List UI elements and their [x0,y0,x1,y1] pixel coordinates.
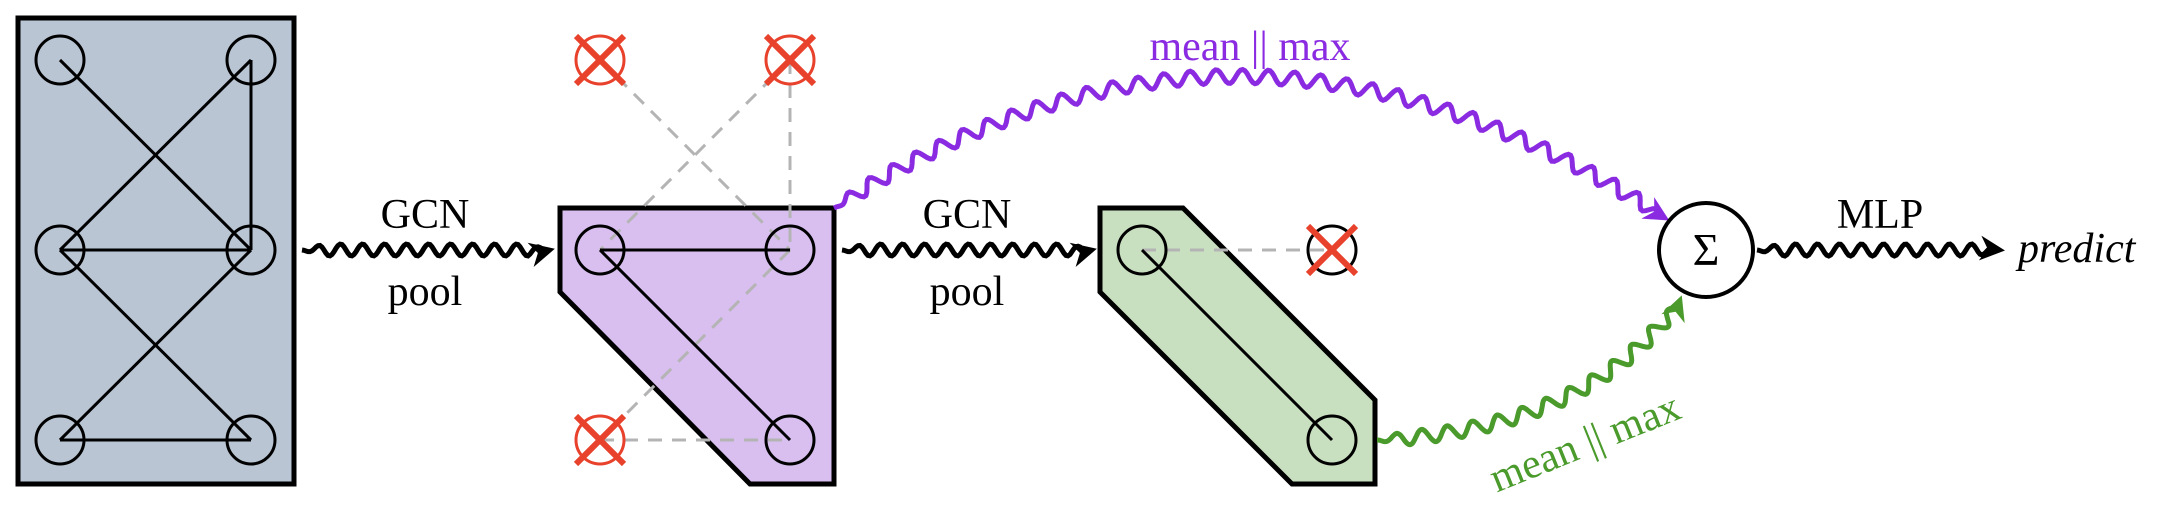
graph-node [574,224,626,276]
gcn-pool-arrow-2 [841,241,1097,267]
gcn-label-1: GCN [381,192,470,238]
input-graph [15,15,297,487]
pooled-graph-1 [557,33,837,487]
pool-label-2: pool [930,269,1005,315]
graph-node [225,224,277,276]
mlp-label: MLP [1837,192,1923,238]
graph-node [225,414,277,466]
sum-symbol: Σ [1693,224,1720,275]
removed-node-cross-icon [763,33,817,87]
readout-label-bottom: mean || max [1483,384,1687,502]
predict-label: predict [2015,226,2137,272]
removed-node-cross-icon [573,413,627,467]
removed-node-cross-icon [1305,223,1359,277]
readout-arrow-bottom [1377,295,1685,448]
gcn-pool-arrow-1 [301,241,555,267]
gcn-label-2: GCN [923,192,1012,238]
removed-node-cross-icon [573,33,627,87]
graph-node [225,34,277,86]
graph-node [764,224,816,276]
graph-node [1116,224,1168,276]
input-graph-edges [58,58,253,442]
pooled-graph-2 [1097,205,1378,487]
graph-node [34,34,86,86]
readout-label-top: mean || max [1149,24,1350,70]
mlp-arrow [1756,235,2005,261]
graph-node [34,414,86,466]
graph-node [34,224,86,276]
pool-label-1: pool [388,269,463,315]
summation-icon: Σ [1657,201,1755,299]
graph-node [1306,414,1358,466]
readout-arrow-top [832,66,1670,221]
removed-edges-1 [598,58,792,442]
graph-node [764,414,816,466]
